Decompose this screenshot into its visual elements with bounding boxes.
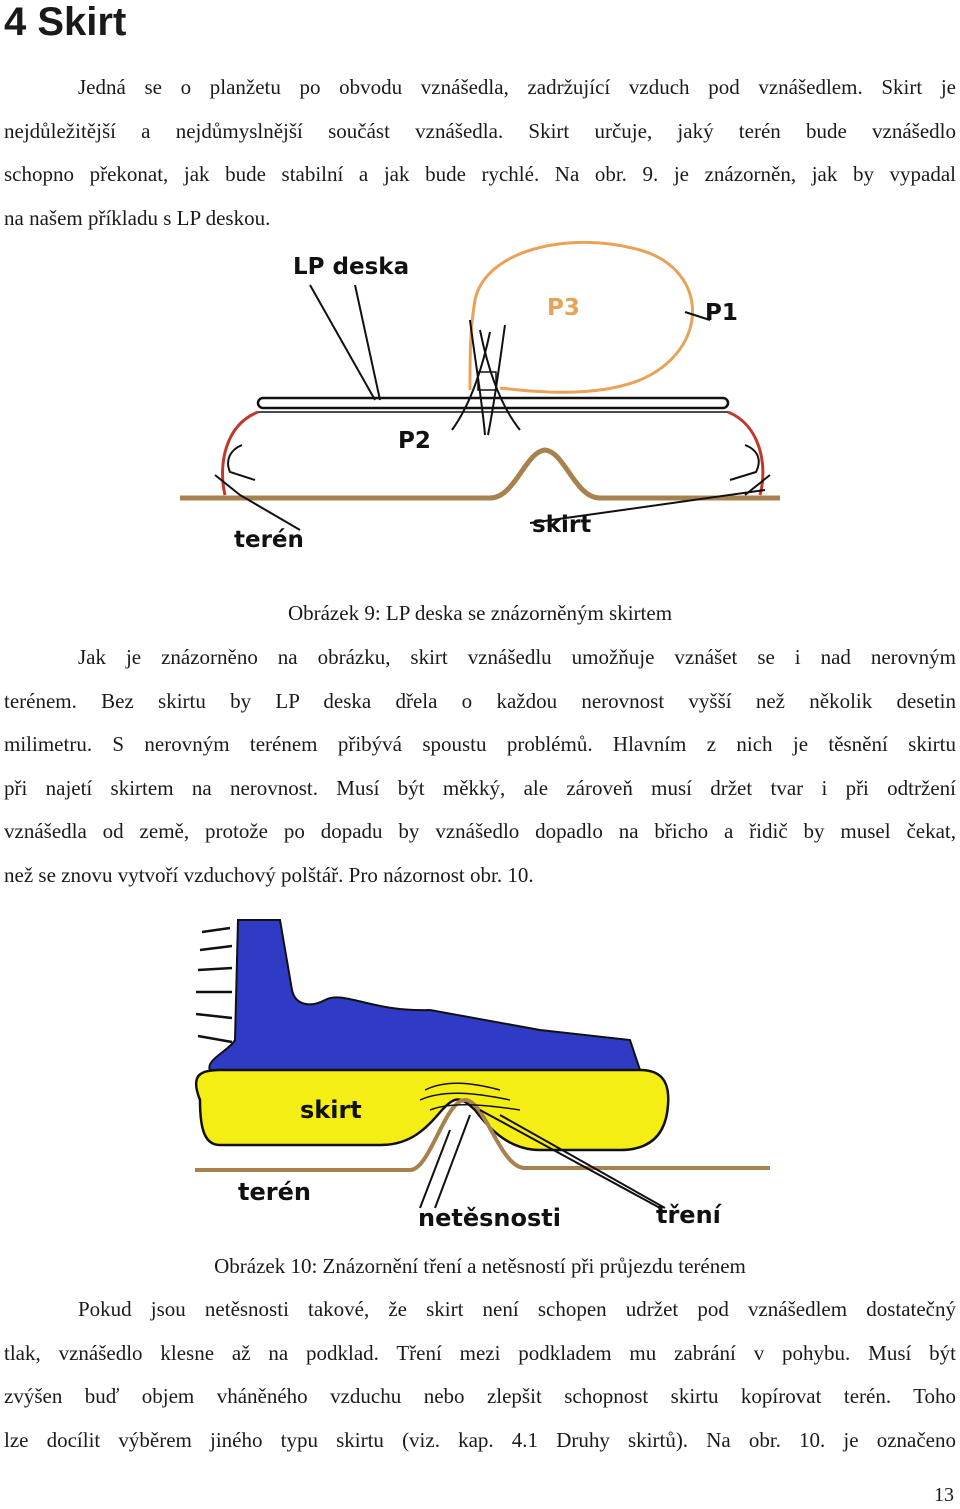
paragraph-line: milimetru. S nerovným terénem přibývá sp… (4, 732, 956, 757)
skirt-left (221, 410, 259, 496)
paragraph-line: tlak, vznášedlo klesne až na podklad. Tř… (4, 1340, 956, 1365)
paragraph-line: lze docílit výběrem jiného typu skirtu (… (4, 1427, 956, 1452)
paragraph-line: nejdůležitější a nejdůmyslnější součást … (4, 118, 956, 143)
figure-10-caption: Obrázek 10: Znázornění tření a netěsnost… (214, 1254, 746, 1278)
terrain-line (180, 447, 780, 501)
paragraph-line: Pokud jsou netěsnosti takové, že skirt n… (78, 1297, 956, 1321)
skirt-shape (194, 1068, 670, 1152)
paragraph-line: než se znovu vytvoří vzduchový polštář. … (4, 862, 534, 887)
label-netesnosti: netěsnosti (418, 1204, 561, 1232)
paragraph-line: zvýšen buď objem vháněného vzduchu nebo … (4, 1384, 956, 1409)
figure-10-diagram: skirt terén netěsnosti tření (194, 919, 770, 1232)
terrain-line (195, 1097, 770, 1172)
wrinkle-lines (419, 1082, 521, 1111)
air-balloon (468, 240, 694, 394)
page-number: 13 (934, 1484, 954, 1506)
paragraph-line: terénem. Bez skirtu by LP deska dřela o … (4, 688, 956, 713)
paragraph-intro: Jedná se o planžetu po obvodu vznášedla,… (4, 66, 956, 240)
paragraph-friction: Pokud jsou netěsnosti takové, že skirt n… (4, 1288, 956, 1462)
leader-lines (239, 284, 766, 531)
label-p2: P2 (398, 428, 431, 454)
label-skirt: skirt (532, 512, 591, 538)
paragraph-line: vznášedla od země, protože po dopadu by … (4, 819, 956, 844)
label-teren: terén (238, 1178, 311, 1206)
speed-lines (195, 926, 233, 1044)
paragraph-line: Jedná se o planžetu po obvodu vznášedla,… (78, 75, 956, 99)
paragraph-line: schopno překonat, jak bude stabilní a ja… (4, 162, 956, 187)
label-p3: P3 (547, 295, 580, 321)
figure-9-caption: Obrázek 9: LP deska se znázorněným skirt… (287, 601, 673, 625)
label-treni: tření (656, 1201, 723, 1229)
airflow-arrows (214, 319, 771, 496)
label-lp-deska: LP deska (293, 254, 409, 280)
skirt-right (727, 410, 765, 496)
figure-9-diagram: LP deska P3 P1 P2 skirt terén (180, 240, 780, 553)
paragraph-line: Jak je znázorněno na obrázku, skirt vzná… (78, 645, 956, 669)
label-p1: P1 (705, 300, 738, 326)
label-teren: terén (234, 527, 304, 553)
section-heading: 4 Skirt (4, 0, 127, 44)
leader-lines (419, 1109, 666, 1209)
label-skirt: skirt (300, 1096, 362, 1124)
hovercraft-body (208, 919, 642, 1071)
paragraph-line: na našem příkladu s LP deskou. (4, 205, 271, 230)
paragraph-line: při najetí skirtem na nerovnost. Musí bý… (4, 775, 956, 800)
paragraph-explanation: Jak je znázorněno na obrázku, skirt vzná… (4, 636, 956, 898)
